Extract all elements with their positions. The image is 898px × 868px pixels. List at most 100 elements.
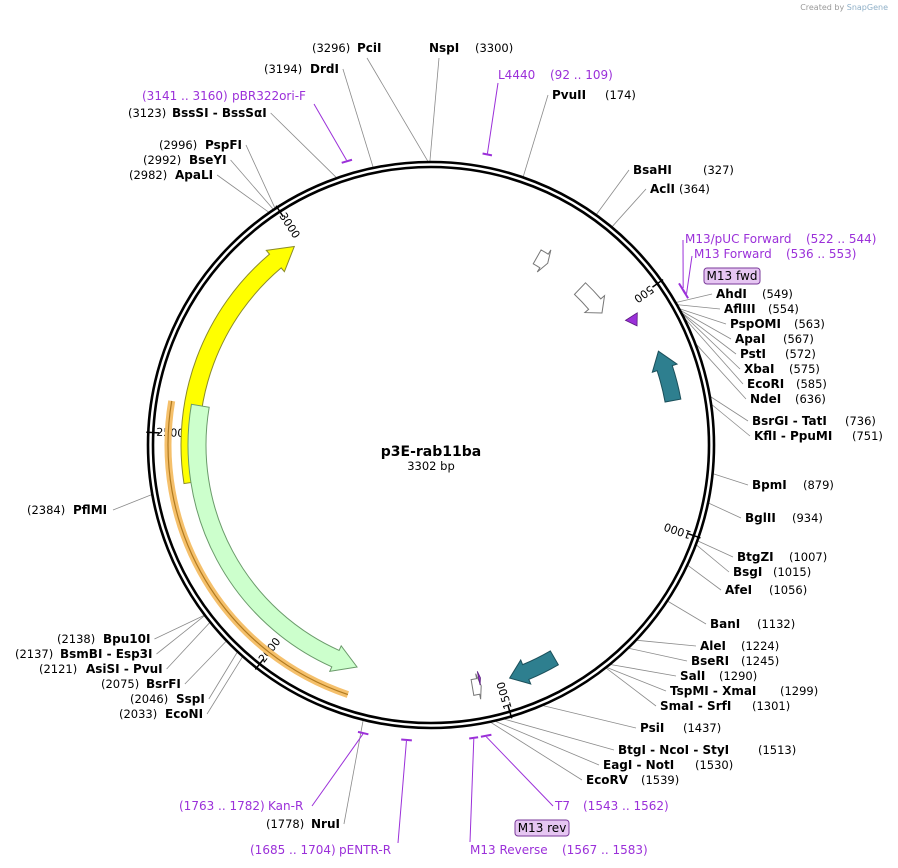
site-leader-line [677,304,721,310]
site-tspmi-xmai: TspMI - XmaI [670,684,756,698]
primer-pentr-r: pENTR-R [339,843,391,857]
primer-m13-forward: M13 Forward [694,247,772,261]
site-sali: SalI [680,669,705,683]
scale-tick-label: 3000 [276,210,302,241]
site-position: (1437) [683,721,721,735]
primer-range: (92 .. 109) [550,68,613,82]
site-position: (1015) [773,565,811,579]
site-asisi-pvui: AsiSI - PvuI [86,662,163,676]
site-leader-line [230,159,274,210]
site-bglii: BglII [745,511,776,525]
site-leader-line [112,494,152,511]
site-position: (2046) [130,692,168,706]
site-ecorv: EcoRV [586,773,629,787]
site-position: (1056) [769,583,807,597]
primer-pbr322ori-f: pBR322ori-F [232,89,306,103]
site-bsrfi: BsrFI [146,677,181,691]
site-position: (2033) [119,707,157,721]
snapgene-credit: Created by SnapGene [800,3,888,12]
site-position: (585) [796,377,827,391]
primer-badge-label: M13 rev [518,821,567,835]
site-leader-line [216,174,269,213]
primer-l4440: L4440 [498,68,535,82]
site-bsrgi-tati: BsrGI - TatI [752,414,827,428]
site-leader-line [495,721,600,766]
primer-t7: T7 [554,799,570,813]
site-leader-line [490,722,583,781]
site-leader-line [156,615,205,655]
site-position: (3194) [264,62,302,76]
site-ahdi: AhdI [716,287,747,301]
site-nrui: NruI [311,817,340,831]
site-econi: EcoNI [165,707,203,721]
plasmid-size: 3302 bp [407,459,455,473]
site-position: (636) [795,392,826,406]
scale-tick-mark [507,705,513,719]
scale-tick-mark [146,431,160,434]
site-position: (1132) [757,617,795,631]
primer-leader-line [311,733,364,807]
feature-attl3 [508,650,560,685]
site-position: (575) [789,362,820,376]
site-leader-line [611,664,677,677]
scale-tick-label: 1500 [494,680,514,711]
site-leader-line [429,57,440,162]
site-leader-line [685,319,744,385]
site-leader-line [543,705,637,729]
site-leader-line [206,657,243,715]
site-position: (3300) [475,41,513,55]
site-bsgi: BsgI [733,565,762,579]
scale-tick-label: 500 [631,283,656,306]
site-position: (563) [794,317,825,331]
primer-range: (522 .. 544) [806,232,876,246]
site-psii: PsiI [640,721,664,735]
site-leader-line [596,169,630,215]
site-position: (554) [768,302,799,316]
primer-m13-reverse: M13 Reverse [470,843,548,857]
site-position: (2384) [27,503,65,517]
site-position: (2138) [57,632,95,646]
site-position: (1530) [695,758,733,772]
site-position: (3123) [128,106,166,120]
feature-attr2 [651,350,682,403]
primer-range: (3141 .. 3160) [142,89,228,103]
site-position: (751) [852,429,883,443]
site-leader-line [612,188,647,227]
primer-bind-bar [341,158,353,164]
site-position: (934) [792,511,823,525]
site-position: (3296) [312,41,350,55]
restriction-sites: PciI(3296)NspI(3300)DrdI(3194)BssSI - Bs… [15,41,883,831]
site-apali: ApaLI [175,168,213,182]
site-position: (1301) [752,699,790,713]
site-leader-line [154,615,205,640]
feature-arrows [164,245,682,700]
scale-tick-label: 1000 [662,520,693,541]
site-afliii: AflIII [724,302,756,316]
primer-leader-line [469,738,475,843]
site-position: (1007) [789,550,827,564]
credit-brand: SnapGene [846,3,888,12]
plasmid-backbone [146,160,716,730]
feature-rrnb-t1-terminator [573,282,606,314]
primer-badge-box [703,267,761,285]
primer-badge-label: M13 fwd [707,269,758,283]
site-bpu10i: Bpu10I [103,632,150,646]
site-position: (567) [783,332,814,346]
site-position: (2982) [129,168,167,182]
site-smai-srfi: SmaI - SrfI [660,699,731,713]
plasmid-name: p3E-rab11ba [381,444,481,460]
site-alei: AleI [700,639,726,653]
site-bani: BanI [710,617,740,631]
site-pcii: PciI [357,41,382,55]
site-nspi: NspI [429,41,459,55]
site-leader-line [629,647,688,662]
credit-prefix: Created by [800,3,845,12]
primer-m13-puc-forward: M13/pUC Forward [685,232,792,246]
primer-kan-r: Kan-R [268,799,303,813]
feature-kanr [187,403,358,673]
site-leader-line [713,473,749,486]
site-position: (1539) [641,773,679,787]
site-position: (1245) [741,654,779,668]
site-leader-line [270,112,337,178]
